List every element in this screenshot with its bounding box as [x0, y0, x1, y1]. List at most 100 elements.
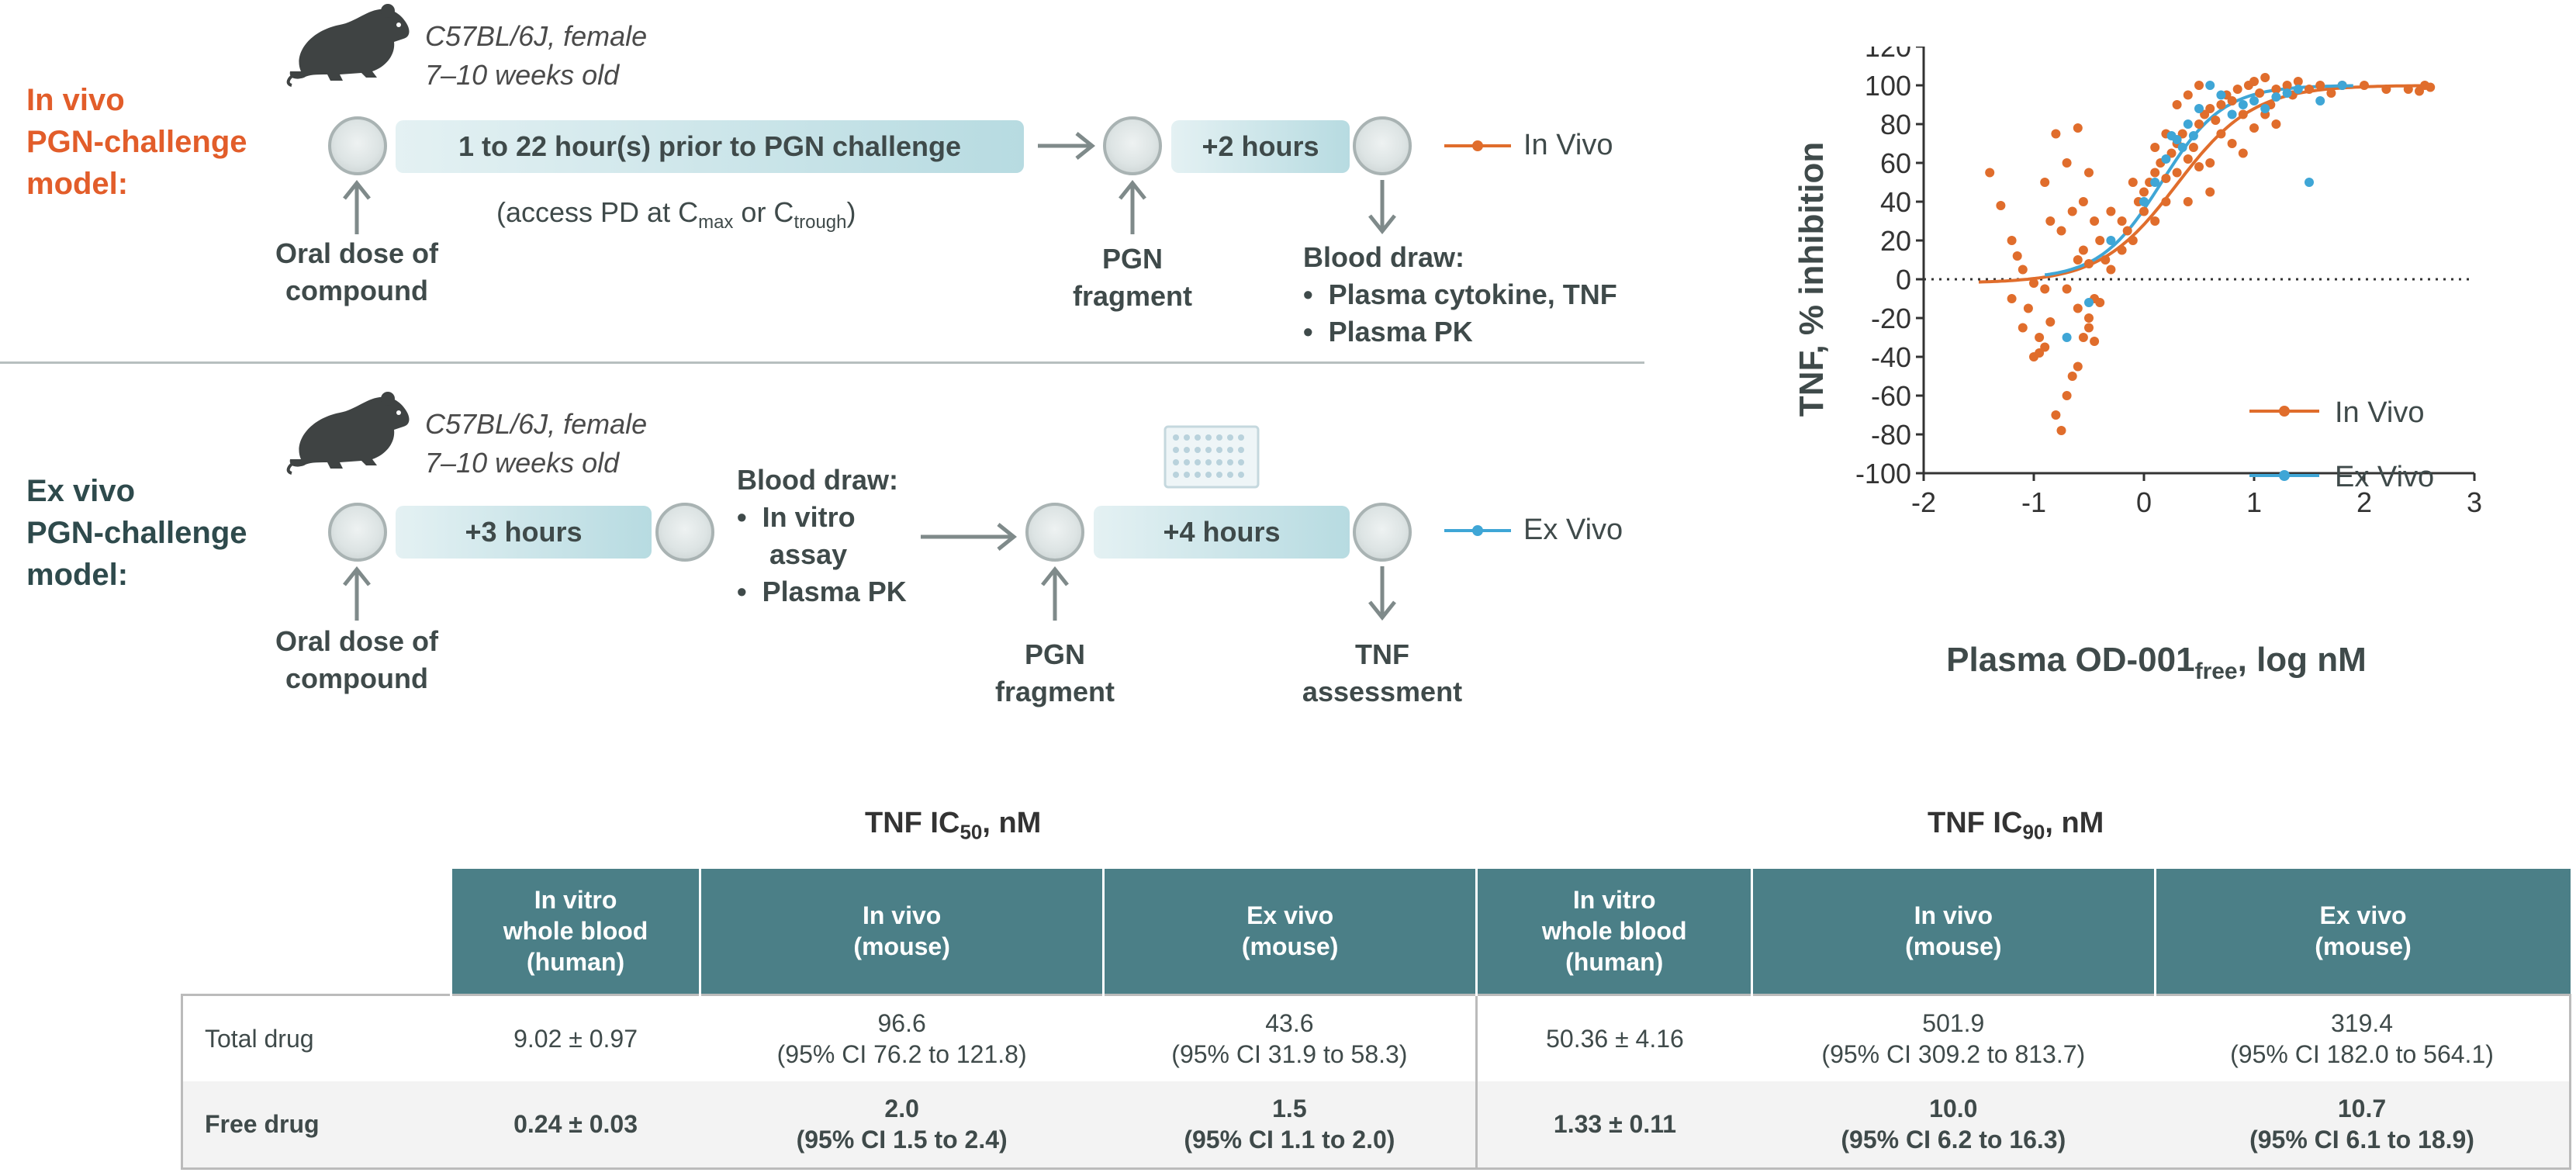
ex-vivo-oral-dose-label: Oral dose of compound	[275, 625, 439, 694]
data-point-in-vivo	[2216, 129, 2226, 139]
data-point-in-vivo	[2090, 337, 2100, 346]
y-tick-label: 100	[1865, 70, 1911, 102]
table-cell: 1.5(95% CI 1.1 to 2.0)	[1103, 1081, 1478, 1170]
data-point-in-vivo	[2238, 109, 2248, 119]
in-vivo-blood-node	[1353, 116, 1412, 175]
data-point-ex-vivo	[2315, 96, 2325, 105]
table-cell: 501.9(95% CI 309.2 to 813.7)	[1751, 993, 2156, 1081]
in-vivo-pgn-node	[1103, 116, 1162, 175]
data-point-in-vivo	[2128, 236, 2138, 245]
data-point-in-vivo	[2067, 206, 2077, 216]
data-point-ex-vivo	[2282, 88, 2292, 98]
data-point-in-vivo	[2271, 119, 2281, 129]
row-label: Total drug	[181, 993, 451, 1081]
data-point-in-vivo	[2161, 174, 2171, 183]
data-point-in-vivo	[2128, 178, 2138, 187]
data-point-in-vivo	[2095, 298, 2105, 307]
in-vivo-legend-marker	[1444, 140, 1511, 151]
data-point-in-vivo	[2029, 278, 2038, 288]
ex-vivo-mouse-strain: C57BL/6J, female 7–10 weeks old	[425, 408, 648, 479]
data-point-in-vivo	[2067, 372, 2077, 381]
header-ex-vivo-ic90: Ex vivo(mouse)	[2155, 869, 2571, 994]
x-tick-label: 2	[2356, 486, 2372, 518]
x-tick-label: -2	[1911, 486, 1936, 518]
data-point-in-vivo	[2293, 77, 2303, 86]
data-point-in-vivo	[2381, 85, 2391, 94]
data-point-in-vivo	[2205, 158, 2215, 168]
table-cell: 50.36 ± 4.16	[1476, 993, 1752, 1081]
y-tick-label: 0	[1896, 264, 1911, 296]
ex-vivo-blood-draw: Blood draw: • In vitro assay • Plasma PK	[737, 464, 907, 607]
data-point-in-vivo	[2062, 391, 2072, 400]
y-tick-label: 20	[1880, 225, 1911, 257]
arrow-right-icon	[1038, 132, 1096, 160]
ic50-group-header: TNF IC50, nM	[865, 807, 1042, 844]
data-point-in-vivo	[2172, 168, 2182, 178]
x-axis-label: Plasma OD-001free, log nM	[1946, 641, 2367, 684]
data-point-in-vivo	[2051, 410, 2061, 420]
data-point-in-vivo	[1985, 168, 1995, 178]
x-tick-label: 3	[2467, 486, 2482, 518]
fit-curve-in-vivo	[1978, 84, 2431, 284]
data-point-in-vivo	[2062, 284, 2072, 294]
x-tick-label: -1	[2021, 486, 2046, 518]
arrow-up-icon	[343, 180, 371, 234]
data-point-in-vivo	[2205, 104, 2215, 113]
data-point-in-vivo	[2073, 361, 2083, 372]
in-vivo-dose-node	[328, 116, 387, 175]
header-in-vivo-ic90: In vivo(mouse)	[1751, 869, 2156, 994]
y-tick-label: 60	[1880, 147, 1911, 179]
y-tick-label: -40	[1871, 341, 1911, 373]
ex-vivo-3h-bar: +3 hours	[396, 506, 652, 559]
data-point-in-vivo	[2305, 85, 2314, 94]
data-point-in-vivo	[2084, 313, 2094, 323]
data-point-ex-vivo	[2293, 85, 2303, 94]
data-point-in-vivo	[2106, 206, 2116, 216]
table-cell: 319.4(95% CI 182.0 to 564.1)	[2155, 993, 2572, 1081]
data-point-in-vivo	[2216, 100, 2226, 109]
well-plate-icon	[1164, 425, 1260, 489]
data-point-in-vivo	[2051, 129, 2061, 139]
data-point-ex-vivo	[2271, 92, 2281, 102]
section-divider	[0, 361, 1644, 364]
y-tick-label: 40	[1880, 186, 1911, 218]
data-point-ex-vivo	[2194, 104, 2204, 113]
data-point-in-vivo	[2018, 265, 2028, 275]
data-point-in-vivo	[2271, 85, 2281, 94]
data-point-in-vivo	[2056, 426, 2066, 435]
data-point-ex-vivo	[2062, 333, 2072, 342]
data-point-in-vivo	[2035, 348, 2045, 358]
row-label: Free drug	[181, 1081, 451, 1170]
data-point-in-vivo	[2260, 73, 2270, 82]
data-point-in-vivo	[2073, 303, 2083, 313]
data-point-in-vivo	[2018, 323, 2028, 333]
data-point-in-vivo	[2090, 216, 2100, 226]
data-point-in-vivo	[2117, 245, 2127, 255]
data-point-in-vivo	[2084, 259, 2094, 268]
data-point-ex-vivo	[2139, 197, 2149, 206]
data-point-in-vivo	[2035, 333, 2045, 342]
data-point-in-vivo	[2007, 294, 2017, 303]
data-point-in-vivo	[2150, 143, 2160, 152]
data-point-in-vivo	[2045, 216, 2056, 226]
data-point-in-vivo	[2194, 81, 2204, 90]
table-cell: 0.24 ± 0.03	[451, 1081, 700, 1170]
data-point-in-vivo	[2194, 162, 2204, 171]
ic90-group-header: TNF IC90, nM	[1928, 807, 2104, 844]
data-point-ex-vivo	[2188, 131, 2198, 140]
table-corner	[182, 869, 452, 994]
data-point-in-vivo	[2403, 85, 2413, 94]
data-point-in-vivo	[2249, 77, 2259, 86]
table-cell: 96.6(95% CI 76.2 to 121.8)	[700, 993, 1104, 1081]
data-point-in-vivo	[2183, 197, 2193, 206]
table-cell: 2.0(95% CI 1.5 to 2.4)	[700, 1081, 1104, 1170]
data-point-in-vivo	[2078, 245, 2088, 255]
data-point-ex-vivo	[2166, 131, 2177, 140]
data-point-in-vivo	[2122, 226, 2132, 236]
data-point-in-vivo	[2084, 323, 2094, 333]
mouse-icon	[286, 392, 410, 475]
data-point-in-vivo	[2095, 236, 2105, 245]
